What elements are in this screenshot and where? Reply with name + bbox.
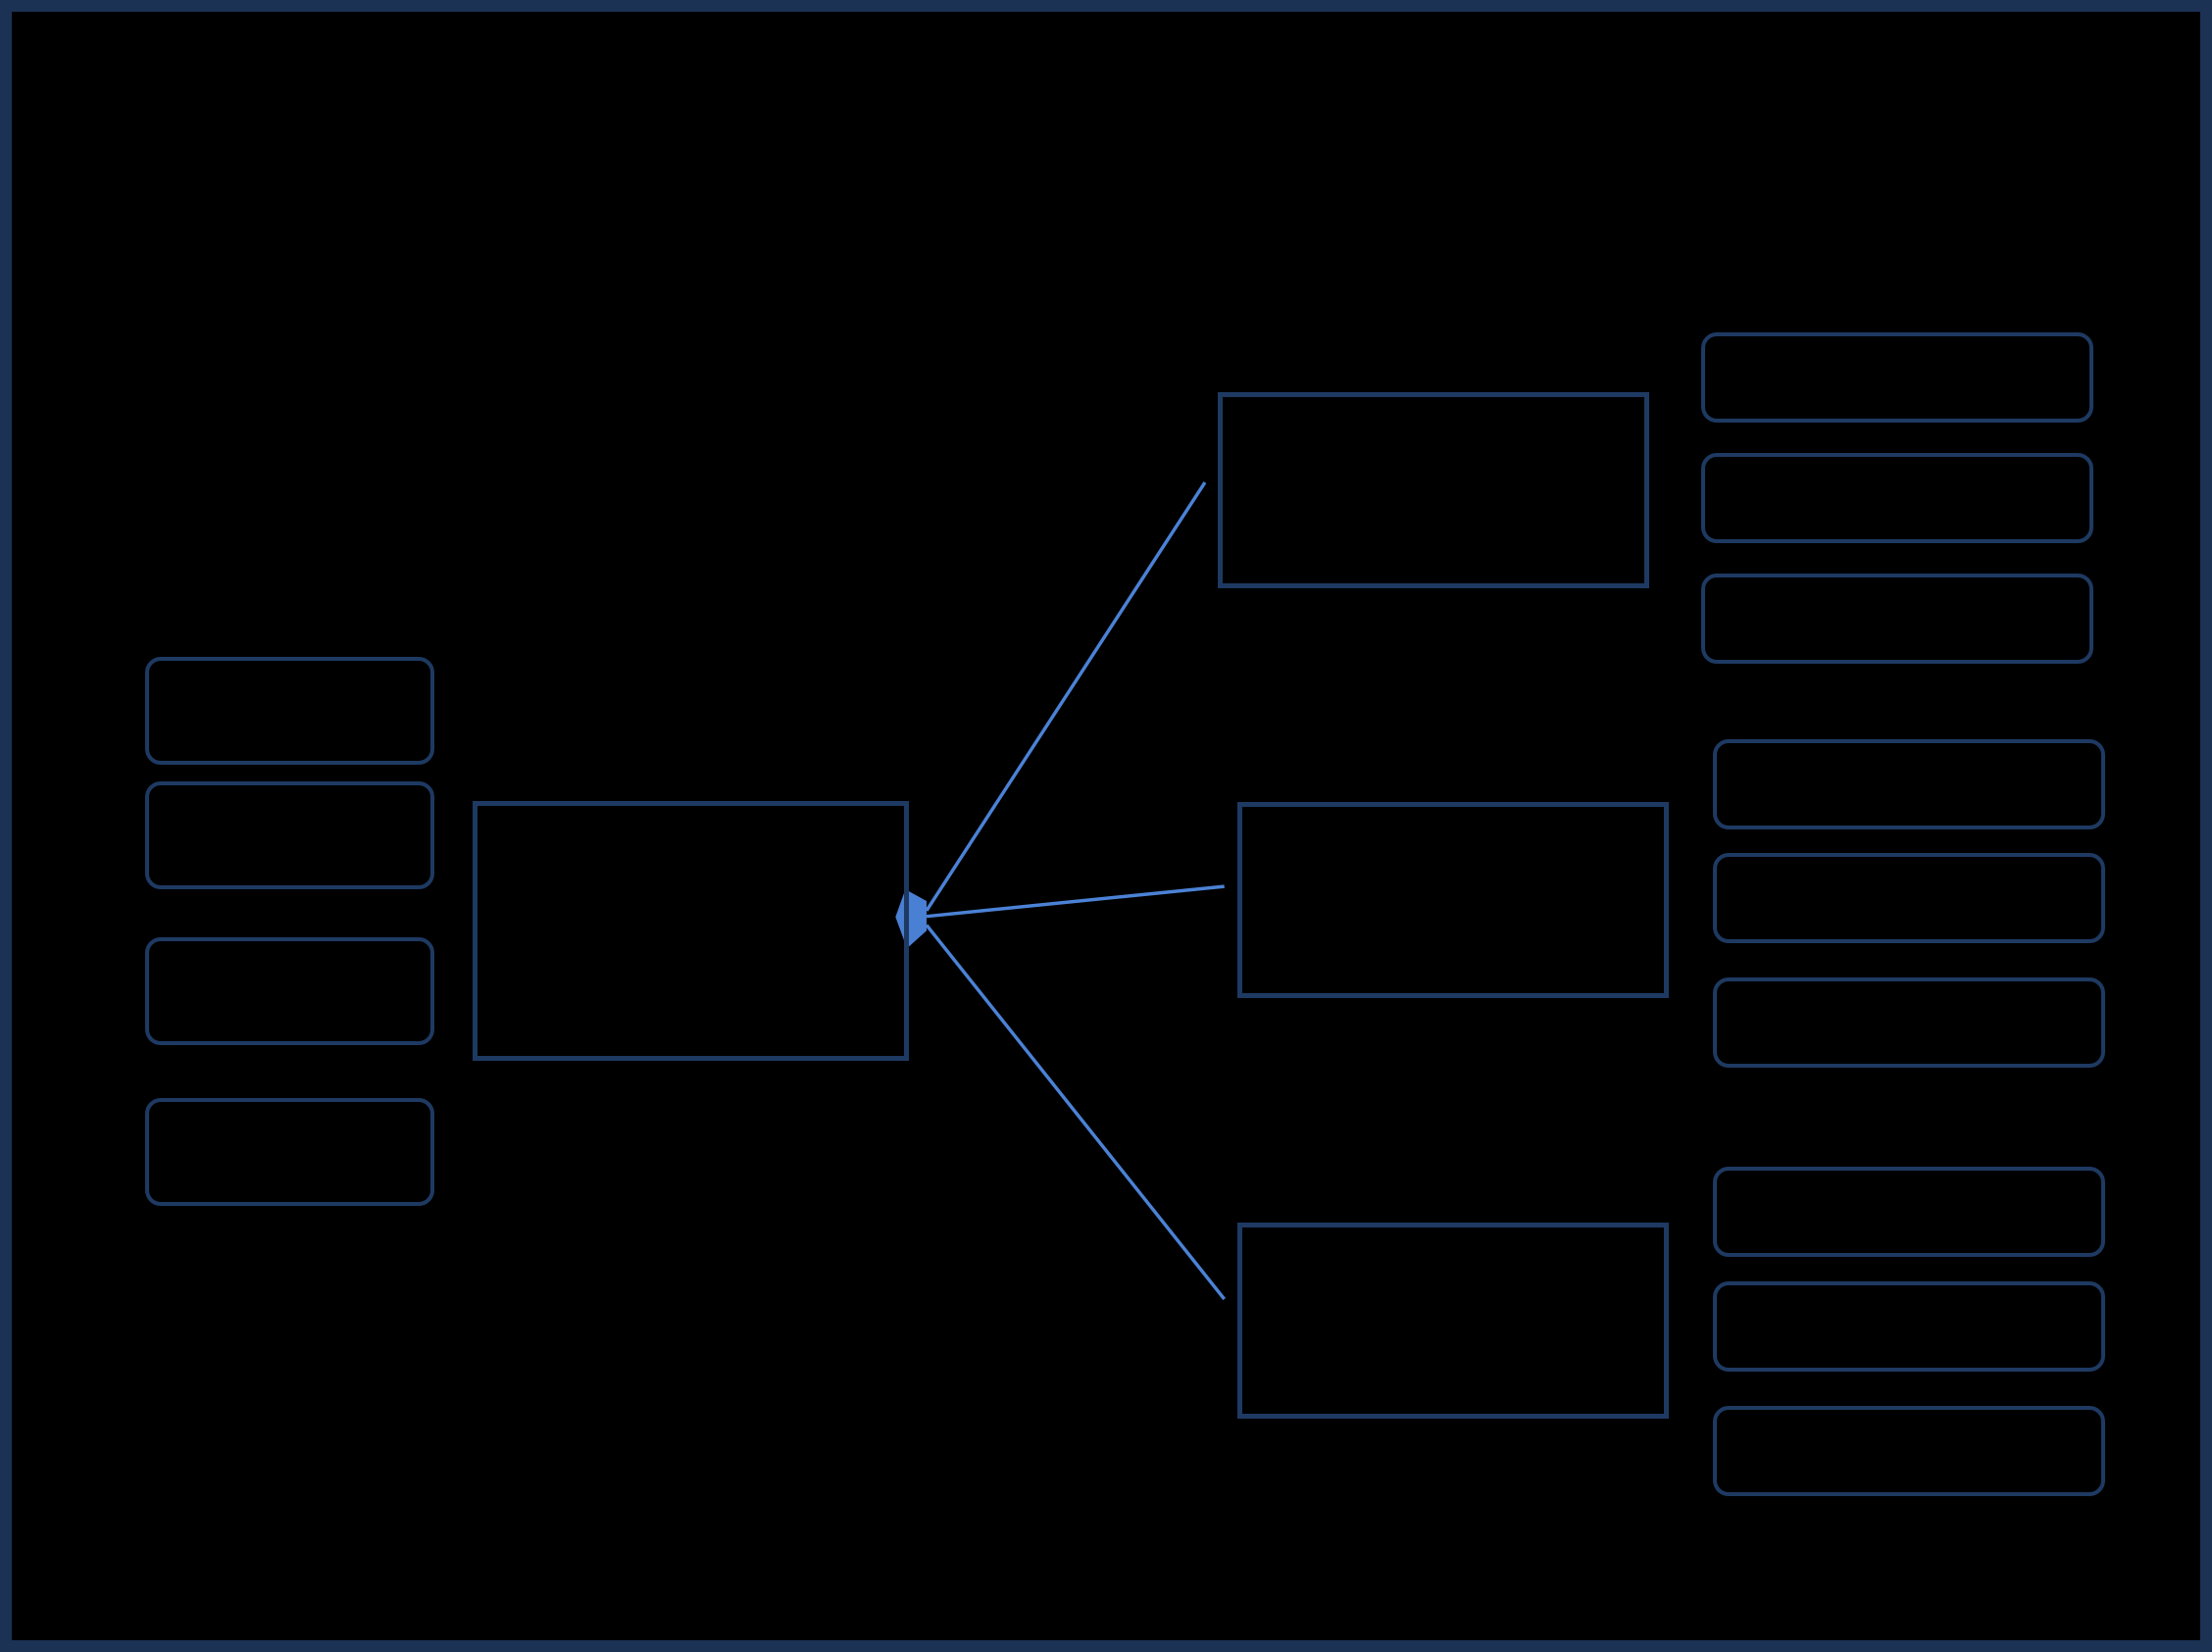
branch-top-leaf-3[interactable] — [1701, 574, 2093, 664]
branch-middle[interactable] — [1237, 802, 1669, 998]
branch-middle-leaf-3[interactable] — [1713, 977, 2105, 1068]
branch-top-leaf-1[interactable] — [1701, 332, 2093, 423]
branch-bottom-leaf-2[interactable] — [1713, 1281, 2105, 1372]
branch-middle-leaf-1[interactable] — [1713, 739, 2105, 829]
branch-bottom-leaf-1[interactable] — [1713, 1167, 2105, 1257]
root-node[interactable] — [473, 801, 909, 1061]
edge-to-branch-bottom — [925, 924, 1227, 1301]
branch-bottom-leaf-3[interactable] — [1713, 1406, 2105, 1496]
connector-edges — [925, 481, 1227, 1301]
left-attribute-1[interactable] — [145, 657, 434, 765]
left-attribute-2[interactable] — [145, 781, 434, 889]
branch-top-leaf-2[interactable] — [1701, 453, 2093, 543]
branch-top[interactable] — [1218, 392, 1649, 588]
edge-to-branch-top — [925, 481, 1207, 912]
branch-bottom[interactable] — [1237, 1223, 1669, 1419]
branch-middle-leaf-2[interactable] — [1713, 853, 2105, 943]
left-attribute-3[interactable] — [145, 937, 434, 1045]
left-attribute-4[interactable] — [145, 1098, 434, 1206]
edge-to-branch-middle — [926, 884, 1225, 919]
